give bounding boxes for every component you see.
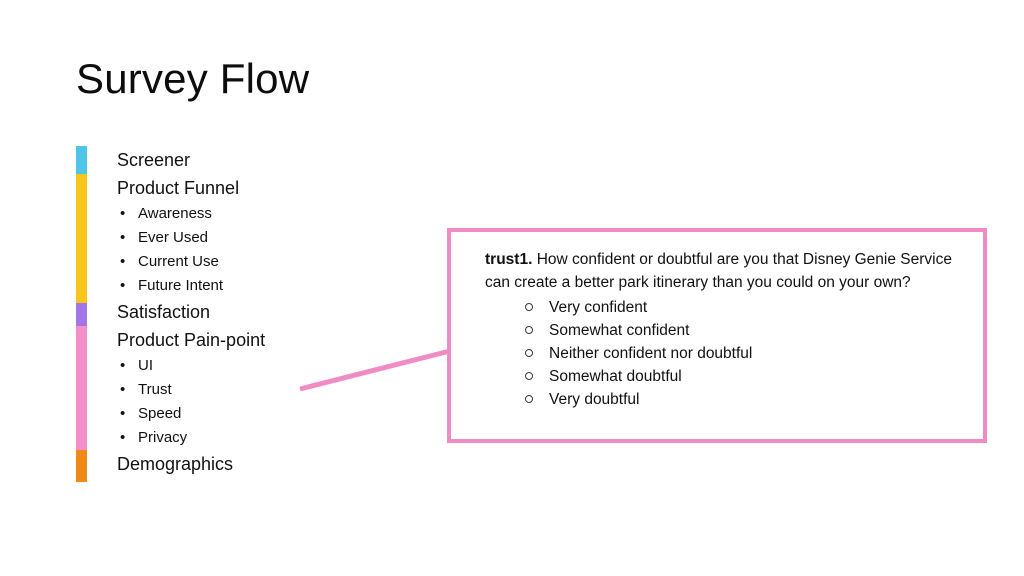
flow-subitem-privacy[interactable]: • Privacy bbox=[117, 426, 417, 450]
bullet-icon: • bbox=[120, 429, 126, 446]
answer-option-label: Very confident bbox=[549, 299, 648, 316]
flow-segment-satisfaction bbox=[76, 303, 87, 326]
flow-subitem-label: Awareness bbox=[138, 205, 212, 222]
flow-segment-demographics bbox=[76, 450, 87, 482]
flow-subitem-label: Speed bbox=[138, 405, 182, 422]
flow-item-product-funnel[interactable]: Product Funnel bbox=[117, 178, 240, 198]
flow-subitem-future-intent[interactable]: • Future Intent bbox=[117, 274, 417, 298]
radio-circle-icon bbox=[525, 349, 533, 357]
flow-item-demographics[interactable]: Demographics bbox=[117, 454, 234, 474]
flow-segment-product-painpoint bbox=[76, 326, 87, 450]
radio-circle-icon bbox=[525, 303, 533, 311]
answer-option-label: Very doubtful bbox=[549, 391, 640, 408]
flow-subitem-label: Privacy bbox=[138, 429, 188, 446]
flow-subitem-label: Future Intent bbox=[138, 277, 224, 294]
radio-circle-icon bbox=[525, 372, 533, 380]
bullet-icon: • bbox=[120, 277, 126, 294]
flow-subitem-speed[interactable]: • Speed bbox=[117, 402, 417, 426]
answer-option-label: Somewhat confident bbox=[549, 322, 690, 339]
flow-item-screener[interactable]: Screener bbox=[117, 150, 191, 170]
answer-option-somewhat-doubtful[interactable]: Somewhat doubtful bbox=[525, 365, 961, 388]
radio-circle-icon bbox=[525, 395, 533, 403]
flow-subitem-label: UI bbox=[138, 357, 153, 374]
radio-circle-icon bbox=[525, 326, 533, 334]
flow-subitem-current-use[interactable]: • Current Use bbox=[117, 250, 417, 274]
flow-color-track bbox=[76, 146, 87, 482]
bullet-icon: • bbox=[120, 357, 126, 374]
flow-subitem-label: Ever Used bbox=[138, 229, 209, 246]
answer-option-very-doubtful[interactable]: Very doubtful bbox=[525, 388, 961, 411]
bullet-icon: • bbox=[120, 205, 126, 222]
answer-options-list: Very confident Somewhat confident Neithe… bbox=[485, 296, 961, 411]
bullet-icon: • bbox=[120, 253, 126, 270]
flow-item-satisfaction[interactable]: Satisfaction bbox=[117, 302, 211, 322]
answer-option-label: Neither confident nor doubtful bbox=[549, 345, 753, 362]
question-callout-box: trust1. How confident or doubtful are yo… bbox=[447, 228, 987, 443]
page-title: Survey Flow bbox=[76, 55, 310, 102]
answer-option-somewhat-confident[interactable]: Somewhat confident bbox=[525, 319, 961, 342]
bullet-icon: • bbox=[120, 229, 126, 246]
answer-option-very-confident[interactable]: Very confident bbox=[525, 296, 961, 319]
bullet-icon: • bbox=[120, 381, 126, 398]
flow-subitem-label: Current Use bbox=[138, 253, 219, 270]
flow-label-column: Screener Product Funnel • Awareness • Ev… bbox=[117, 146, 417, 478]
answer-option-label: Somewhat doubtful bbox=[549, 368, 682, 385]
question-code: trust1. bbox=[485, 251, 533, 268]
question-body: How confident or doubtful are you that D… bbox=[485, 251, 952, 291]
flow-subitem-ui[interactable]: • UI bbox=[117, 354, 417, 378]
answer-option-neither[interactable]: Neither confident nor doubtful bbox=[525, 342, 961, 365]
flow-subitem-label: Trust bbox=[138, 381, 172, 398]
flow-subitem-ever-used[interactable]: • Ever Used bbox=[117, 226, 417, 250]
flow-item-product-painpoint[interactable]: Product Pain-point bbox=[117, 330, 266, 350]
question-text: trust1. How confident or doubtful are yo… bbox=[485, 248, 961, 294]
flow-subitem-awareness[interactable]: • Awareness bbox=[117, 202, 417, 226]
flow-segment-product-funnel bbox=[76, 174, 87, 303]
flow-subitem-trust[interactable]: • Trust bbox=[117, 378, 417, 402]
bullet-icon: • bbox=[120, 405, 126, 422]
flow-segment-screener bbox=[76, 146, 87, 174]
